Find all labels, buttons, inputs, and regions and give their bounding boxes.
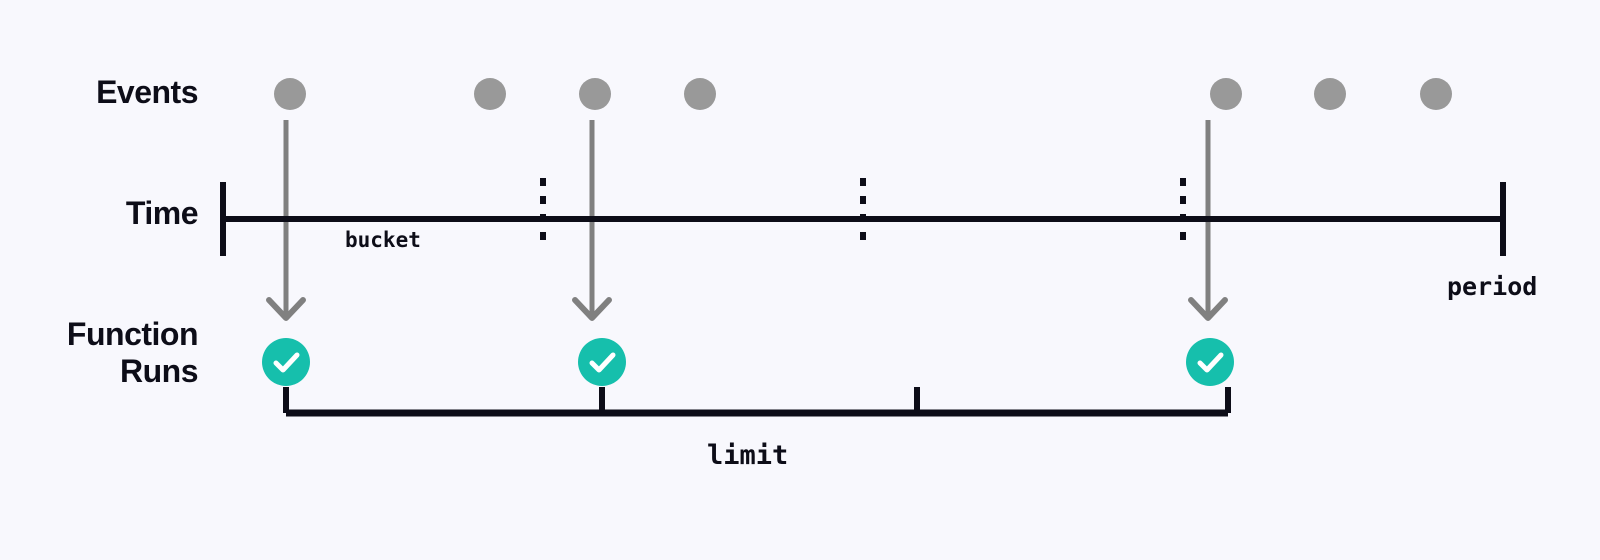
run-success-circle	[1186, 338, 1234, 386]
check-icon	[273, 352, 300, 373]
event-dot	[684, 78, 716, 110]
arrow-head	[266, 297, 306, 321]
event-dot	[1210, 78, 1242, 110]
function-run-marker	[578, 338, 626, 386]
row-label-events: Events	[96, 74, 198, 110]
row-label-function-runs: Function Runs	[66, 316, 199, 389]
check-icon	[589, 352, 616, 373]
event-dot	[1314, 78, 1346, 110]
event-dot	[274, 78, 306, 110]
bucket-annotation-label: bucket	[345, 228, 421, 252]
row-label-time: Time	[125, 195, 199, 231]
event-dot-group	[274, 78, 1452, 110]
period-annotation-label: period	[1447, 272, 1538, 301]
limit-bracket-group	[283, 387, 1231, 417]
event-dot	[474, 78, 506, 110]
function-run-marker	[262, 338, 310, 386]
arrow-head	[1188, 297, 1228, 321]
event-dot	[579, 78, 611, 110]
event-dot	[1420, 78, 1452, 110]
run-success-circle	[578, 338, 626, 386]
bucket-divider-group	[540, 178, 1186, 246]
check-icon	[1197, 352, 1224, 373]
function-run-group	[262, 338, 1234, 386]
function-run-marker	[1186, 338, 1234, 386]
arrow-head	[572, 297, 612, 321]
run-success-circle	[262, 338, 310, 386]
limit-annotation-label: limit	[707, 440, 789, 471]
